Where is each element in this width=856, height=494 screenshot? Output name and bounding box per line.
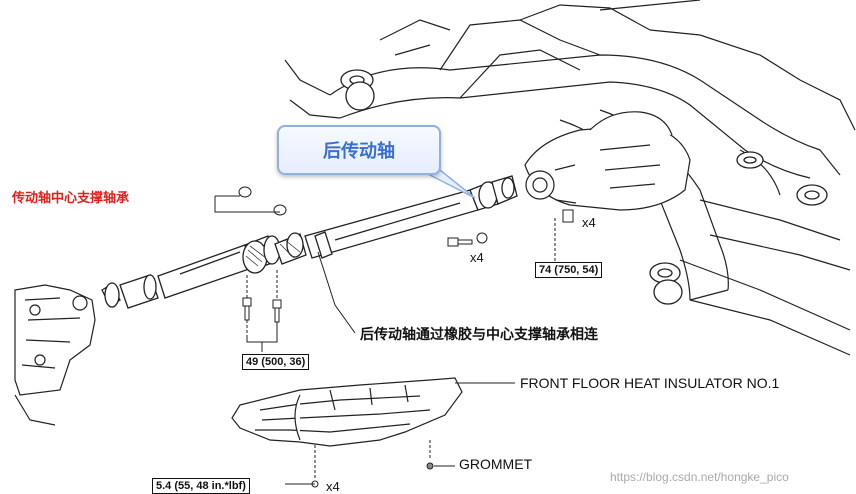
diff-torque-spec: 74 (750, 54) <box>535 262 603 278</box>
subframe-bushings <box>340 69 828 305</box>
grommet <box>426 440 455 470</box>
rubber-connection-label: 后传动轴通过橡胶与中心支撑轴承相连 <box>360 327 598 343</box>
red-label-leader <box>214 195 280 213</box>
insulator-quantity: x4 <box>326 479 340 494</box>
differential <box>524 111 691 211</box>
diff-quantity: x4 <box>582 215 596 230</box>
flange-bolt <box>447 232 488 247</box>
insulator-torque-spec: 5.4 (55, 48 in.*lbf) <box>152 478 250 494</box>
center-bearing-label: 传动轴中心支撑轴承 <box>12 191 130 206</box>
rear-shaft-callout-text: 后传动轴 <box>323 141 395 162</box>
insulator-bolts <box>285 445 319 488</box>
rubber-label-leader <box>317 251 356 334</box>
rear-shaft-callout: 后传动轴 <box>277 125 441 175</box>
transmission <box>14 284 96 426</box>
bearing-hatch <box>245 239 301 267</box>
bearing-torque-spec: 49 (500, 36) <box>242 354 310 370</box>
propeller-shaft <box>101 175 518 309</box>
watermark: https://blog.csdn.net/hongke_pico <box>610 470 789 484</box>
bearing-washers <box>238 186 287 216</box>
flange-quantity: x4 <box>470 250 484 265</box>
diff-nut <box>554 209 574 262</box>
heat-insulator <box>231 377 463 447</box>
bearing-bolts <box>242 270 282 352</box>
insulator-label: FRONT FLOOR HEAT INSULATOR NO.1 <box>520 375 780 391</box>
grommet-label: GROMMET <box>459 456 533 472</box>
